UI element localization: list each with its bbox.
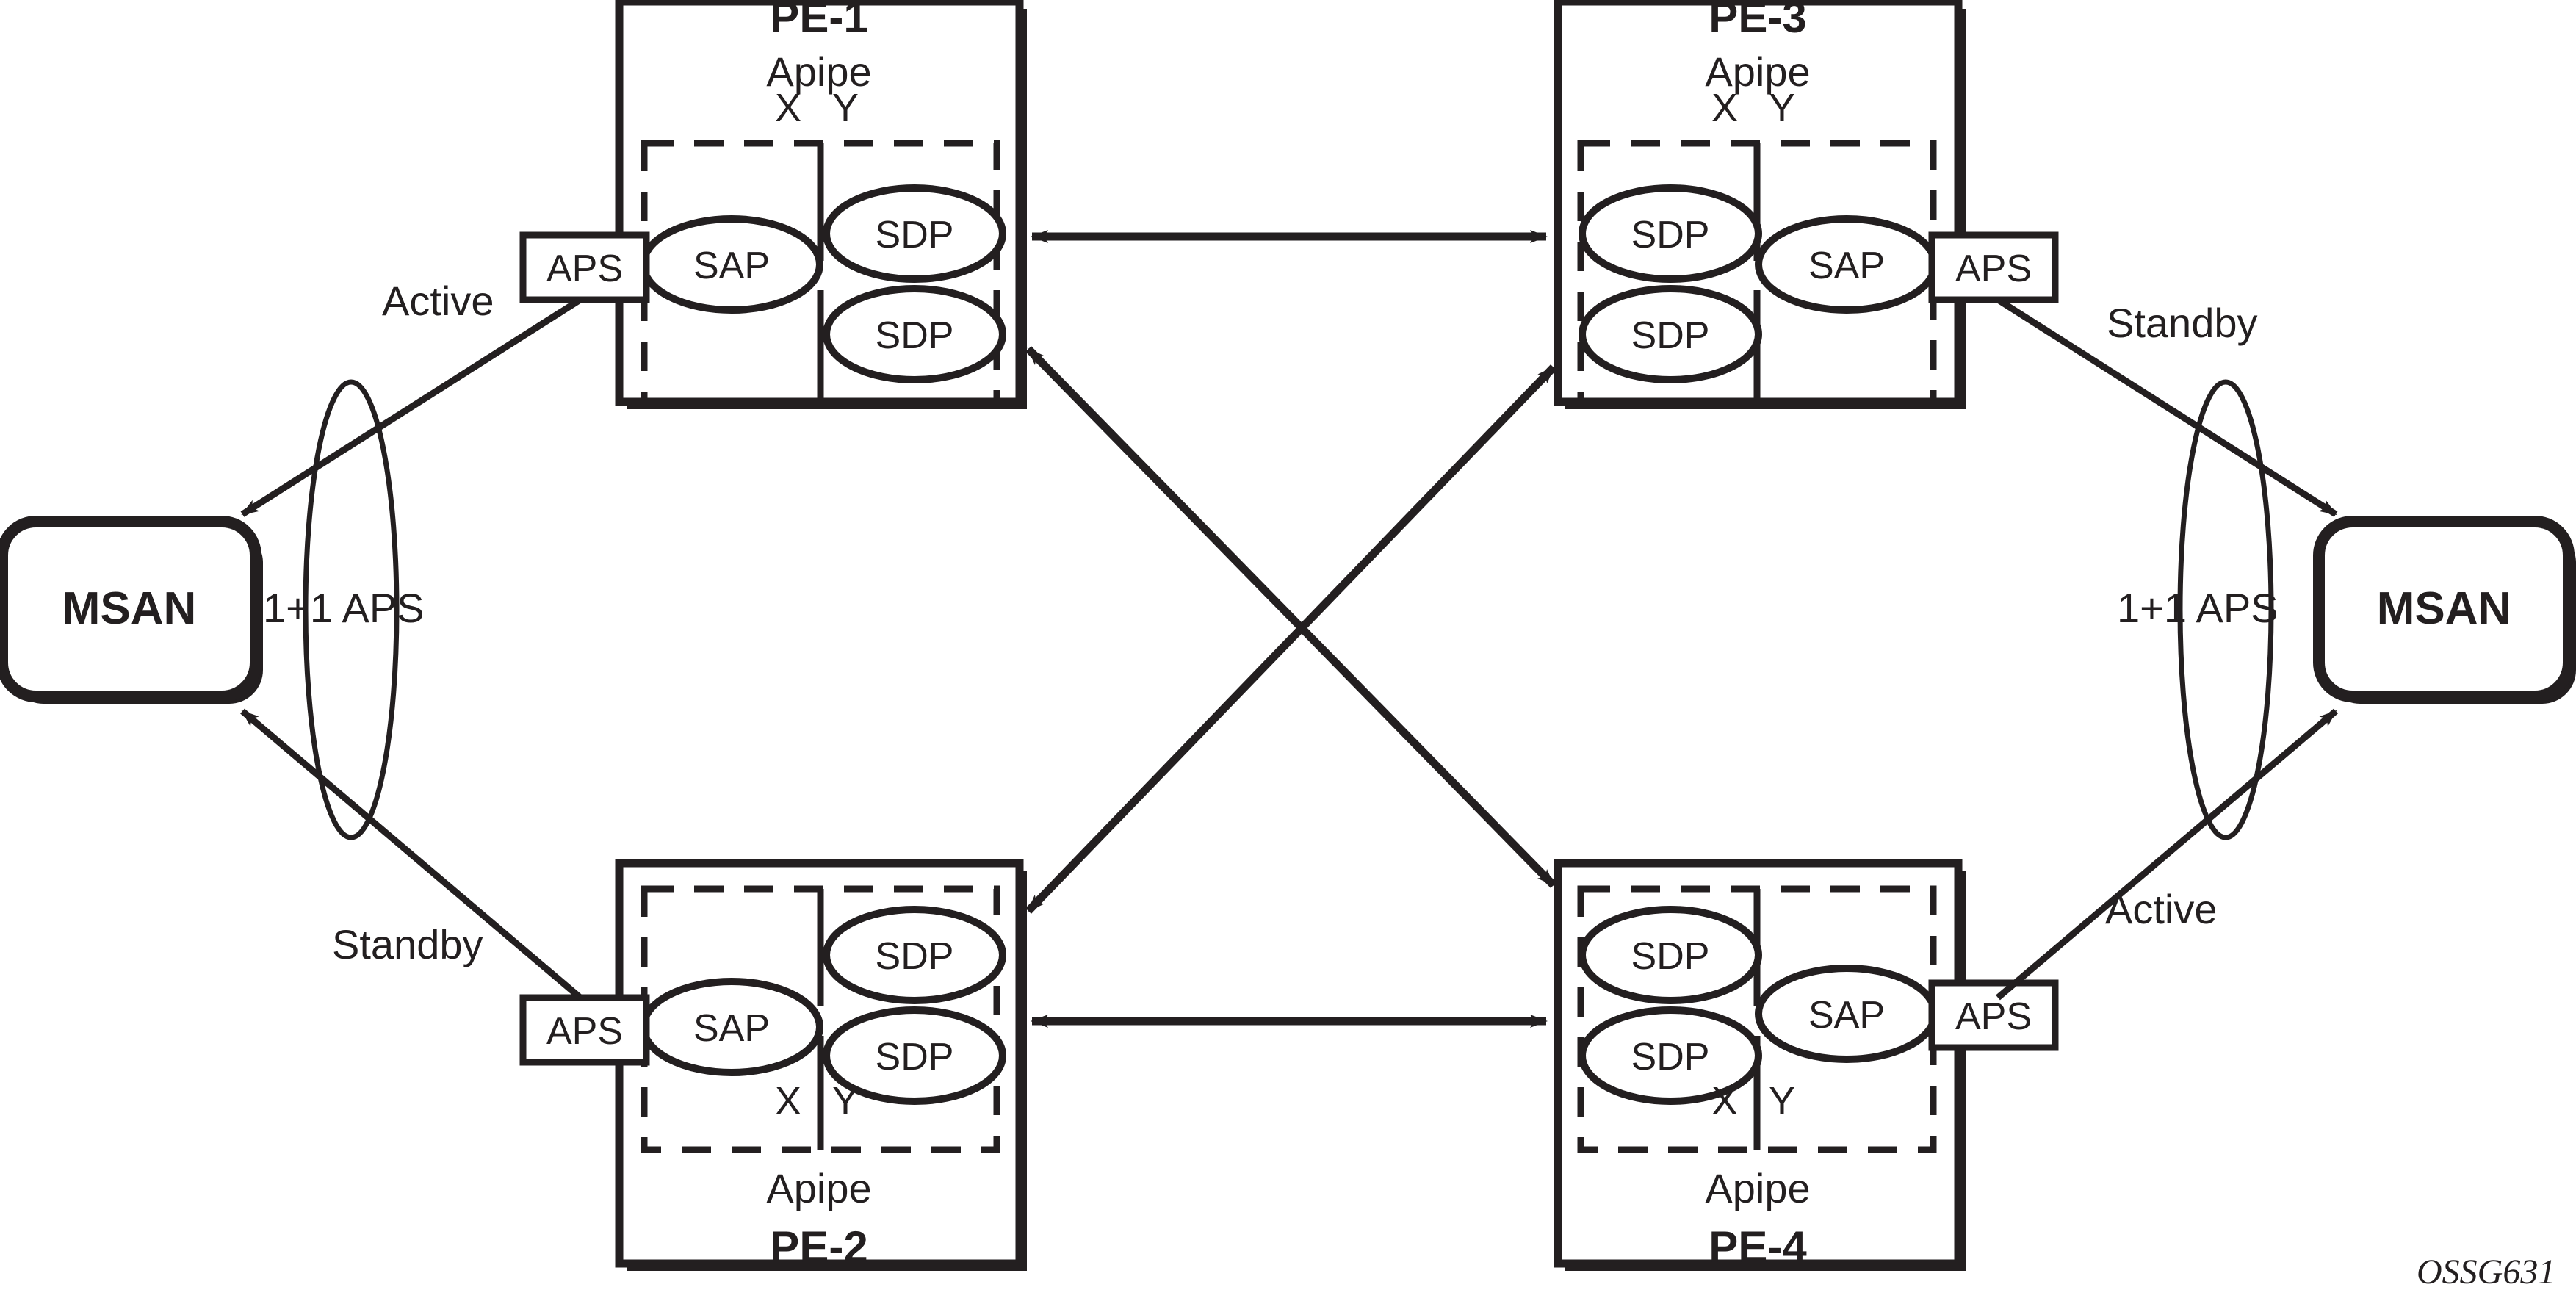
pe-2-aps-box bbox=[519, 994, 650, 1066]
pe-1-sdp-label-1: SDP bbox=[875, 214, 954, 256]
pe-3-sdp-ellipse-2 bbox=[1579, 285, 1762, 383]
link-pe3-msan-right-state-label: Standby bbox=[2107, 300, 2258, 346]
pe-2-endpoint-x-label: X bbox=[775, 1079, 802, 1123]
msan-right-box bbox=[2313, 516, 2576, 704]
aps-group-right-label: 1+1 APS bbox=[2117, 585, 2279, 631]
pe-4-sdp-label-1: SDP bbox=[1631, 935, 1710, 978]
pe-1-title: PE-1 bbox=[770, 0, 868, 42]
pe-1-sdp-ellipse-1 bbox=[823, 184, 1006, 283]
pw-pe1-pe4-line bbox=[1025, 346, 1556, 888]
link-pe2-msan-left-line bbox=[240, 708, 582, 1001]
aps-group-left-label: 1+1 APS bbox=[263, 585, 425, 631]
pe-4-endpoint-y-label: Y bbox=[1769, 1079, 1796, 1123]
pe-2-aps-label: APS bbox=[546, 1010, 624, 1053]
pe-1-sdp-ellipse-2 bbox=[823, 285, 1006, 383]
pe-3-aps-box bbox=[1928, 231, 2059, 303]
link-pe3-msan-right-line bbox=[1996, 297, 2338, 517]
pe-3-sdp-label-1: SDP bbox=[1631, 214, 1710, 256]
pe-4-service-label: Apipe bbox=[1705, 1165, 1811, 1211]
pe-4-title: PE-4 bbox=[1709, 1222, 1807, 1272]
pe-3-title: PE-3 bbox=[1709, 0, 1807, 42]
msan-left-label: MSAN bbox=[62, 583, 197, 634]
pe-4-sdp-label-2: SDP bbox=[1631, 1036, 1710, 1078]
pe-2-sap-label: SAP bbox=[693, 1007, 771, 1050]
link-pe1-msan-left-line bbox=[240, 297, 582, 517]
pe-1-sdp-label-2: SDP bbox=[875, 314, 954, 357]
msan-left-box bbox=[0, 516, 263, 704]
pe-1-aps-label: APS bbox=[546, 248, 624, 290]
pe-1-service-label: Apipe bbox=[766, 48, 872, 95]
pe-3-sap-label: SAP bbox=[1808, 245, 1886, 287]
link-pe4-msan-right-state-label: Active bbox=[2105, 886, 2218, 932]
pe-3-sdp-ellipse-1 bbox=[1579, 184, 1762, 283]
pe-4-sdp-ellipse-2 bbox=[1579, 1006, 1762, 1105]
pe-2-sdp-label-2: SDP bbox=[875, 1036, 954, 1078]
pe-3-service-label: Apipe bbox=[1705, 48, 1811, 95]
pe-1-endpoint-x-label: X bbox=[775, 86, 802, 130]
pe-4-sdp-ellipse-1 bbox=[1579, 906, 1762, 1004]
pe-4-aps-label: APS bbox=[1955, 995, 2032, 1038]
pe-2-service-label: Apipe bbox=[766, 1165, 872, 1211]
pe-1-endpoint-y-label: Y bbox=[832, 86, 859, 130]
msan-right-label: MSAN bbox=[2376, 583, 2511, 634]
pe-3-sdp-label-2: SDP bbox=[1631, 314, 1710, 357]
pe-3-aps-label: APS bbox=[1955, 248, 2032, 290]
pe-2-sdp-ellipse-1 bbox=[823, 906, 1006, 1004]
aps-group-right-lens bbox=[2177, 379, 2274, 840]
figure-id-label: OSSG631 bbox=[2417, 1253, 2556, 1291]
link-pe1-msan-left-state-label: Active bbox=[382, 278, 494, 324]
pe-4-endpoint-x-label: X bbox=[1711, 1079, 1739, 1123]
pw-pe2-pe3-line bbox=[1025, 364, 1556, 914]
pe-3-endpoint-y-label: Y bbox=[1769, 86, 1796, 130]
pe-4-sap-label: SAP bbox=[1808, 994, 1886, 1037]
link-pe2-msan-left-state-label: Standby bbox=[332, 921, 483, 967]
pe-1-aps-box bbox=[519, 231, 650, 303]
pe-4-aps-box bbox=[1928, 979, 2059, 1051]
pe-2-sdp-ellipse-2 bbox=[823, 1006, 1006, 1105]
pe-1-sap-label: SAP bbox=[693, 245, 771, 287]
pe-3-endpoint-x-label: X bbox=[1711, 86, 1739, 130]
link-pe4-msan-right-line bbox=[1996, 708, 2338, 1001]
pe-2-sdp-label-1: SDP bbox=[875, 935, 954, 978]
pe-2-title: PE-2 bbox=[770, 1222, 868, 1272]
aps-group-left-lens bbox=[303, 379, 400, 840]
pe-2-endpoint-y-label: Y bbox=[832, 1079, 859, 1123]
